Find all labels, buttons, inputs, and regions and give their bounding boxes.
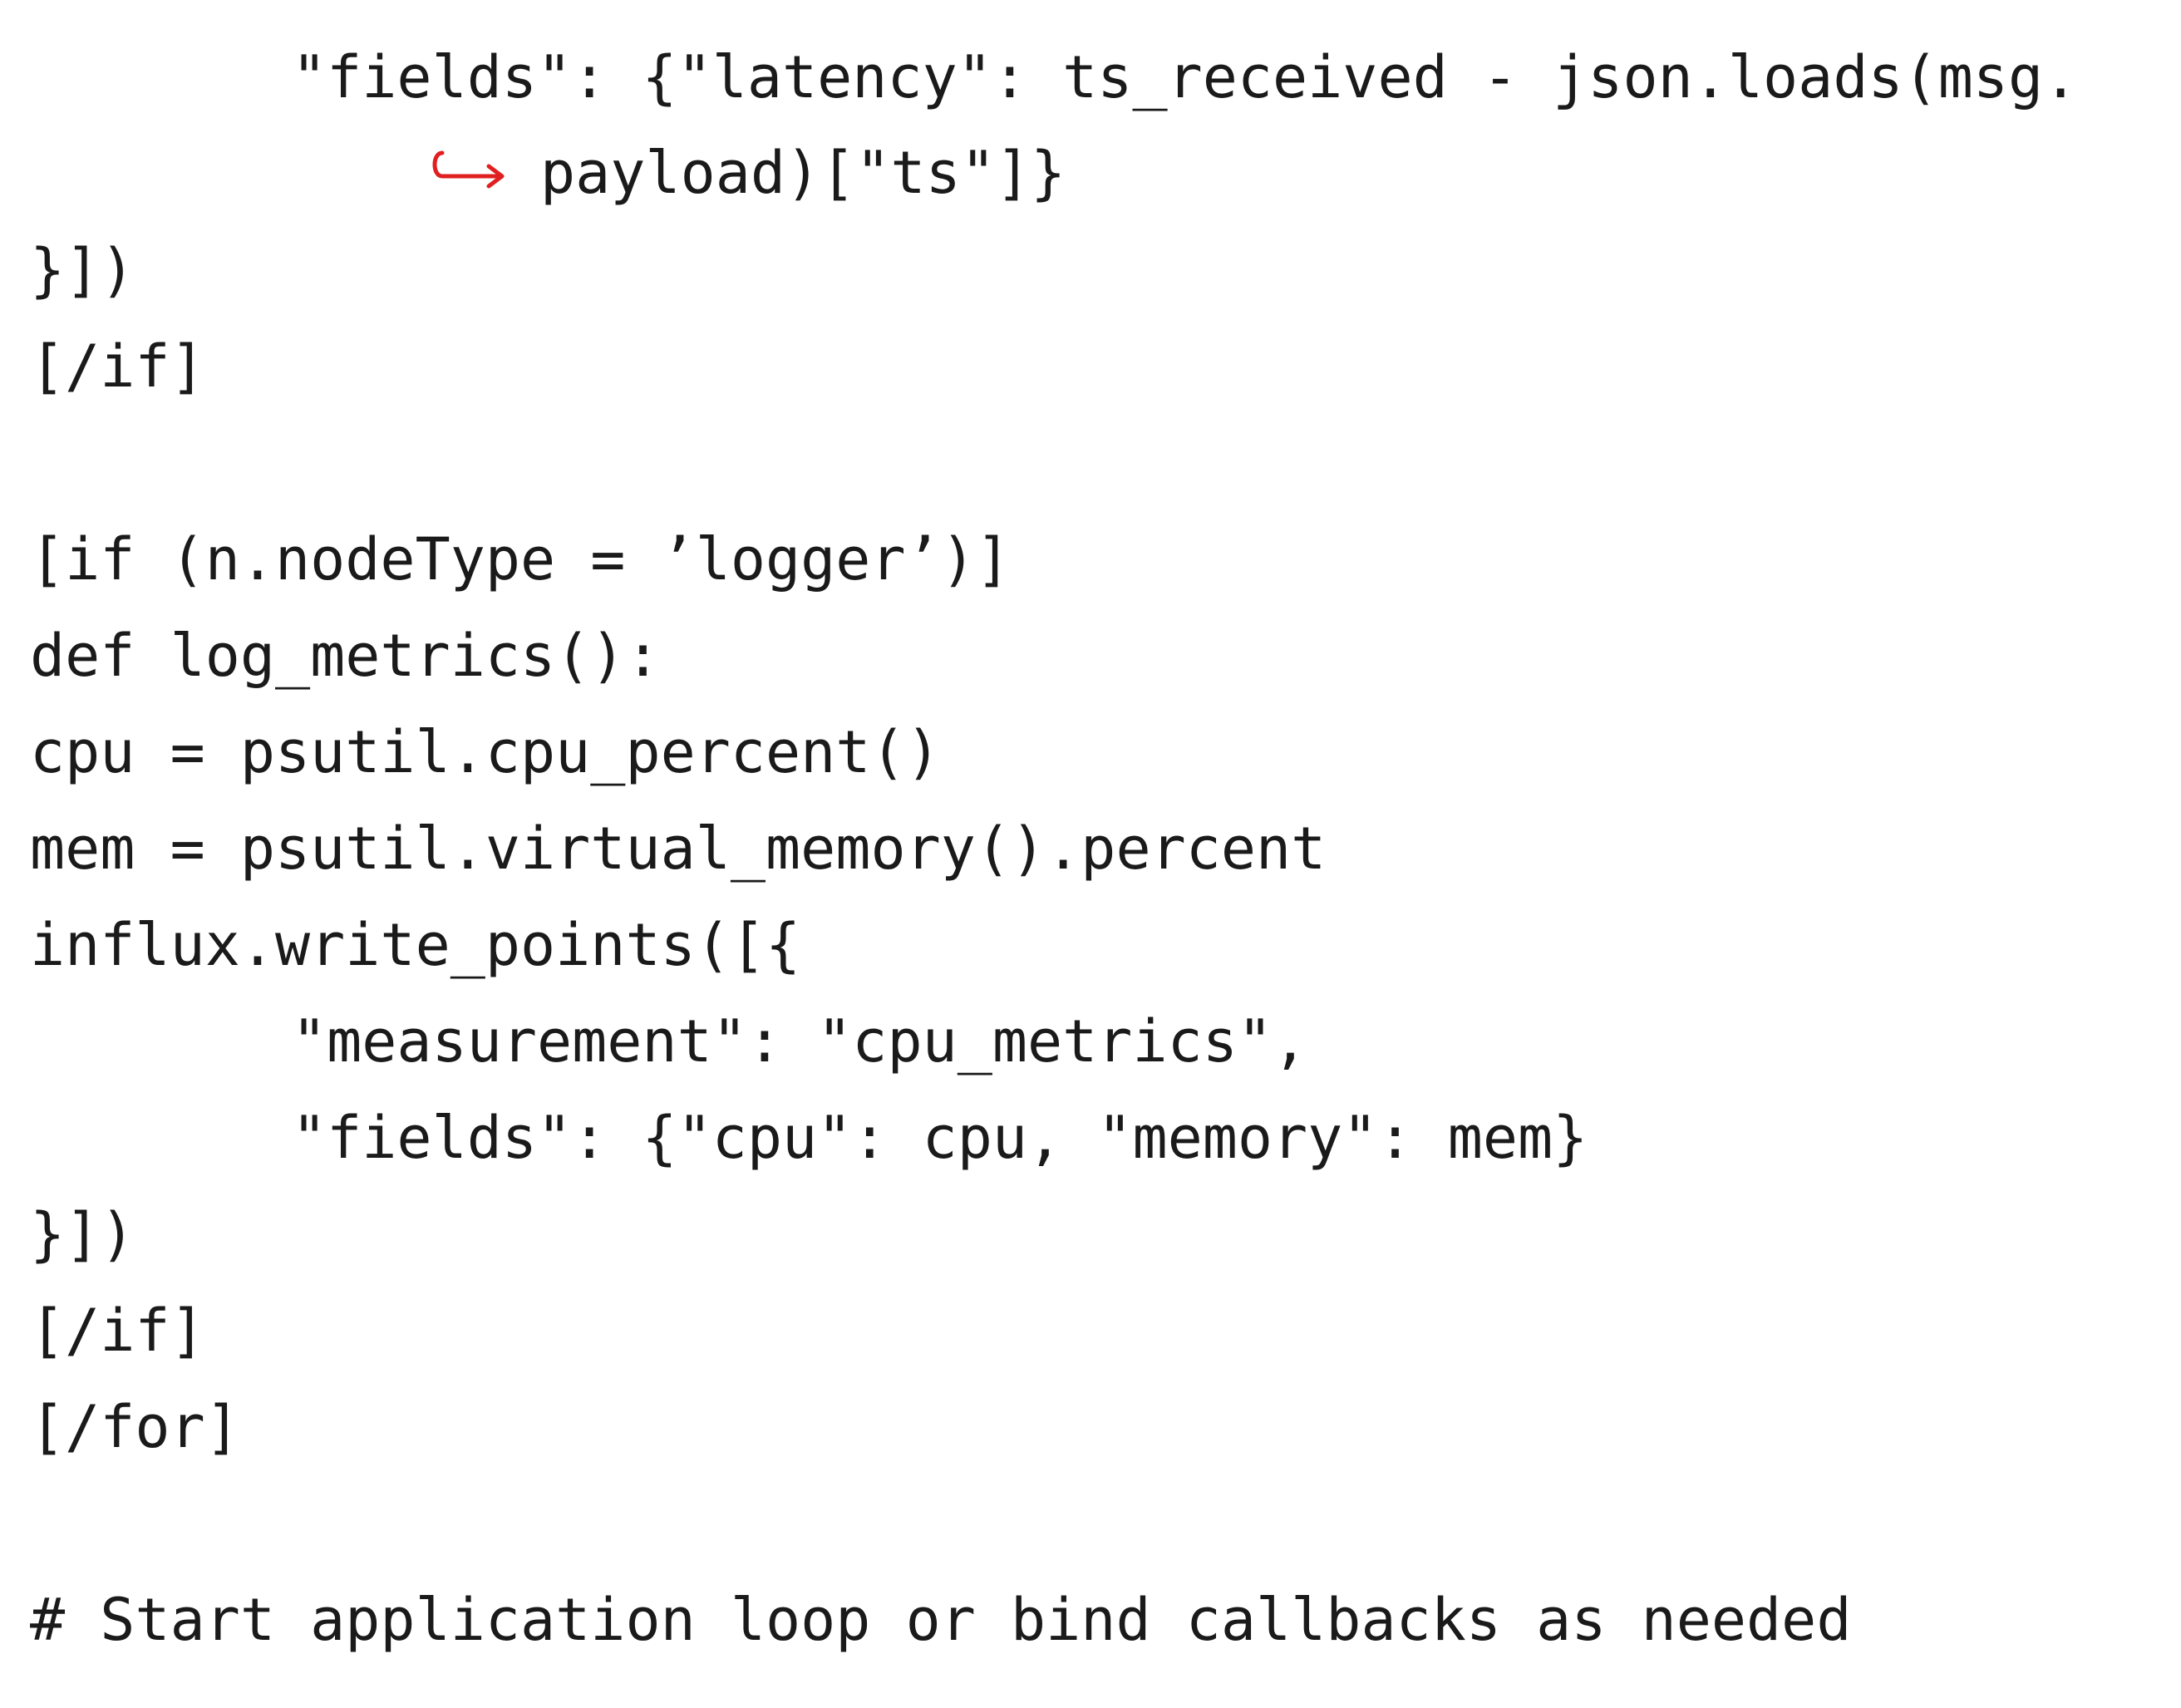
code-line: }]) xyxy=(30,1200,135,1268)
code-line: cpu = psutil.cpu_percent() xyxy=(30,718,941,786)
code-line: payload)["ts"]} xyxy=(540,139,1066,207)
code-line: [/if] xyxy=(30,332,205,401)
code-line: [/if] xyxy=(30,1297,205,1365)
code-line: }]) xyxy=(30,236,135,304)
code-line: "fields": {"cpu": cpu, "memory": mem} xyxy=(292,1104,1588,1172)
code-line: [/for] xyxy=(30,1393,240,1461)
code-line: mem = psutil.virtual_memory().percent xyxy=(30,815,1327,883)
code-line: [if (n.nodeType = ’logger’)] xyxy=(30,525,1012,593)
code-line: "measurement": "cpu_metrics", xyxy=(292,1007,1308,1075)
code-line: influx.write_points([{ xyxy=(30,911,801,979)
code-comment: # Start application loop or bind callbac… xyxy=(30,1586,1852,1654)
code-line: "fields": {"latency": ts_received - json… xyxy=(292,43,2079,111)
line-continuation-arrow-icon xyxy=(431,146,510,193)
code-line: def log_metrics(): xyxy=(30,622,661,690)
